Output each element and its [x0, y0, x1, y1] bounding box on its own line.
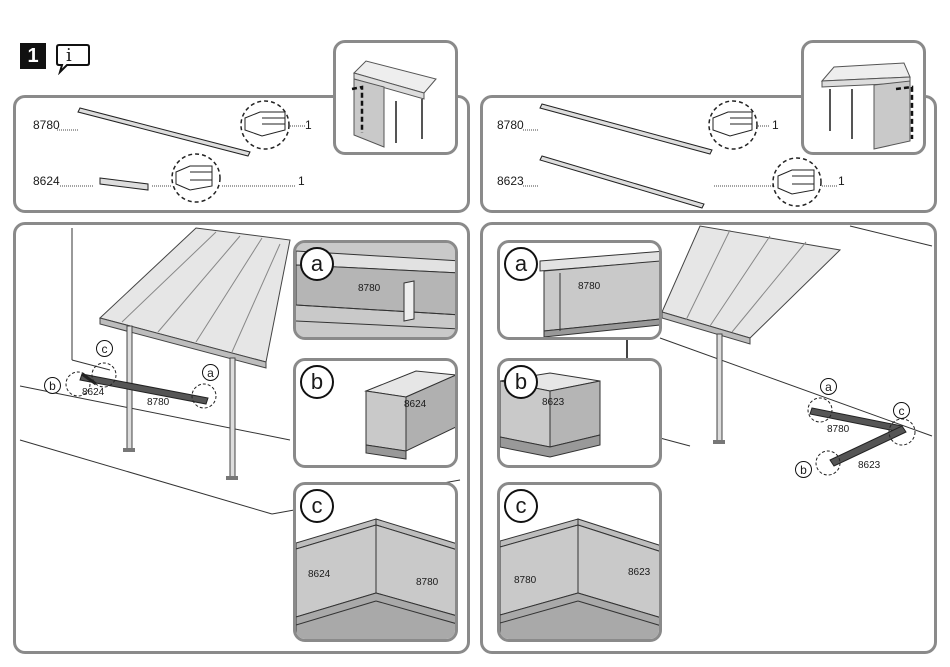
left-inset-a-letter: a: [300, 247, 334, 281]
right-inset-c-label-2: 8623: [628, 567, 650, 578]
right-inset-a: a 8780: [497, 240, 662, 340]
left-inset-b-label: 8624: [404, 399, 426, 410]
left-inset-c-label-2: 8780: [416, 577, 438, 588]
right-mark-b: b: [795, 461, 812, 478]
right-inset-b-label: 8623: [542, 397, 564, 408]
right-diagram-label-long: 8780: [827, 424, 849, 435]
right-inset-b-letter: b: [504, 365, 538, 399]
right-inset-c-label-1: 8780: [514, 575, 536, 586]
right-mark-c: c: [893, 402, 910, 419]
left-inset-a-label: 8780: [358, 283, 380, 294]
right-inset-a-letter: a: [504, 247, 538, 281]
left-inset-c-label-1: 8624: [308, 569, 330, 580]
right-diagram-label-short: 8623: [858, 460, 880, 471]
left-inset-b-letter: b: [300, 365, 334, 399]
right-inset-b: b 8623: [497, 358, 662, 468]
right-inset-c-letter: c: [504, 489, 538, 523]
left-inset-c-letter: c: [300, 489, 334, 523]
right-mark-a: a: [820, 378, 837, 395]
right-inset-a-label: 8780: [578, 281, 600, 292]
right-inset-c: c 8780 8623: [497, 482, 662, 642]
